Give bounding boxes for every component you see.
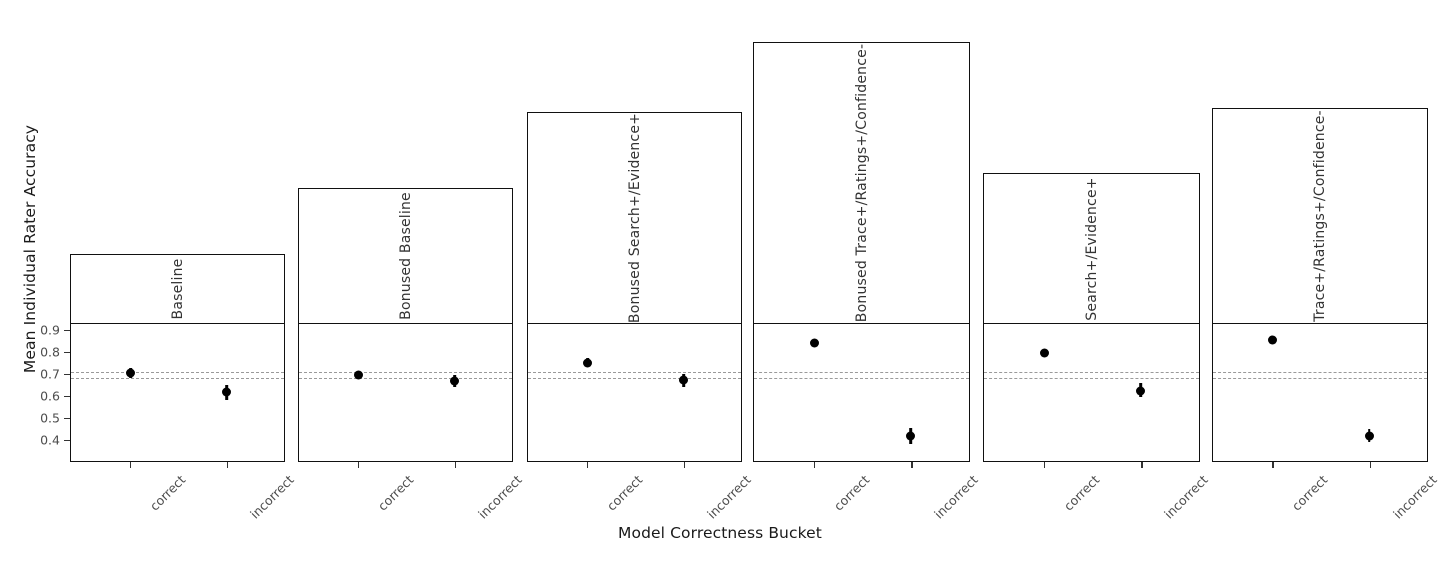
y-tick-mark [64, 374, 70, 375]
plot-area [1212, 324, 1428, 462]
data-point-incorrect [1364, 324, 1374, 461]
facet-label: Bonused Trace+/Ratings+/Confidence- [853, 43, 870, 323]
data-point-correct [126, 324, 136, 461]
plot-area [753, 324, 970, 462]
y-tick-mark [64, 396, 70, 397]
reference-line [984, 378, 1199, 380]
facet-panel: Bonused Trace+/Ratings+/Confidence-corre… [753, 0, 981, 576]
marker-dot [221, 387, 231, 397]
y-tick-label: 0.7 [40, 366, 60, 382]
y-tick-mark [64, 352, 70, 353]
reference-line [984, 371, 1199, 373]
reference-line [754, 378, 969, 380]
x-tick-mark [358, 462, 360, 468]
reference-line [71, 371, 284, 373]
plot-area [527, 324, 742, 462]
marker-dot [1364, 431, 1374, 441]
x-tick-label-incorrect: incorrect [247, 472, 297, 522]
data-point-incorrect [1136, 324, 1146, 461]
plot-area [983, 324, 1200, 462]
x-tick-mark [130, 462, 132, 468]
data-point-correct [583, 324, 593, 461]
data-point-correct [1268, 324, 1278, 461]
reference-line [528, 371, 741, 373]
data-point-incorrect [449, 324, 459, 461]
x-tick-mark [1369, 462, 1371, 468]
data-point-incorrect [678, 324, 688, 461]
x-tick-label-correct: correct [604, 472, 646, 514]
y-tick-label: 0.5 [40, 410, 60, 426]
x-tick-label-incorrect: incorrect [1389, 472, 1440, 522]
y-tick-label: 0.8 [40, 344, 60, 360]
data-point-incorrect [221, 324, 231, 461]
data-point-correct [809, 324, 819, 461]
facet-header: Search+/Evidence+ [983, 173, 1200, 324]
marker-dot [1268, 335, 1278, 345]
y-tick-mark [64, 330, 70, 331]
x-tick-mark [683, 462, 686, 468]
x-tick-mark [1141, 462, 1143, 468]
marker-dot [1136, 386, 1146, 395]
facet-label: Baseline [169, 258, 186, 320]
x-tick-label-incorrect: incorrect [931, 472, 982, 522]
plot-area [298, 324, 513, 462]
reference-line [299, 378, 512, 380]
data-point-incorrect [906, 324, 916, 461]
data-point-correct [1039, 324, 1049, 461]
y-tick-mark [64, 418, 70, 419]
x-tick-mark [1043, 462, 1046, 468]
y-tick-mark [64, 440, 70, 441]
reference-line [528, 378, 741, 380]
x-tick-mark [911, 462, 913, 468]
facet-panel: Bonused Baseline correct incorrect [298, 0, 525, 576]
facet-header: Bonused Search+/Evidence+ [527, 112, 742, 324]
x-tick-label-correct: correct [1289, 472, 1331, 514]
plot-area [70, 324, 285, 462]
facet-panel: Bonused Search+/Evidence+ correct incorrec… [527, 0, 754, 576]
facet-panel: Baseline correct incorrect [70, 0, 297, 576]
reference-line [1213, 371, 1427, 373]
reference-line [299, 371, 512, 373]
marker-dot [583, 358, 593, 368]
x-tick-mark [587, 462, 589, 468]
x-tick-label-correct: correct [147, 472, 189, 514]
x-tick-label-correct: correct [830, 472, 873, 514]
facet-label: Bonused Baseline [397, 192, 414, 320]
facet-panel: Search+/Evidence+ correct incorrect [983, 0, 1211, 576]
y-tick-label: 0.9 [40, 322, 60, 338]
x-tick-mark [1272, 462, 1274, 468]
marker-dot [678, 375, 688, 385]
marker-dot [809, 338, 819, 348]
x-tick-label-incorrect: incorrect [1161, 472, 1212, 522]
x-tick-label-incorrect: incorrect [704, 472, 754, 522]
x-tick-label-correct: correct [375, 472, 417, 514]
facet-header: Trace+/Ratings+/Confidence- [1212, 108, 1428, 324]
reference-line [1213, 378, 1427, 380]
facet-panel: Trace+/Ratings+/Confidence-correct incorr… [1212, 0, 1439, 576]
x-tick-mark [226, 462, 229, 468]
marker-dot [1039, 348, 1049, 358]
facet-header: Bonused Trace+/Ratings+/Confidence- [753, 42, 970, 324]
x-axis-title: Model Correctness Bucket [618, 524, 822, 542]
y-tick-label: 0.6 [40, 388, 60, 404]
facet-label: Trace+/Ratings+/Confidence- [1312, 110, 1328, 322]
x-tick-label-incorrect: incorrect [475, 472, 525, 522]
marker-dot [126, 368, 136, 378]
reference-line [754, 371, 969, 373]
x-tick-label-correct: correct [1060, 472, 1103, 514]
facet-label: Bonused Search+/Evidence+ [626, 112, 643, 324]
facet-header: Bonused Baseline [298, 188, 513, 324]
x-tick-mark [454, 462, 457, 468]
x-tick-mark [813, 462, 816, 468]
facet-label: Search+/Evidence+ [1083, 176, 1100, 321]
marker-dot [354, 370, 364, 380]
data-point-correct [354, 324, 364, 461]
marker-dot [449, 376, 459, 386]
facet-header: Baseline [70, 254, 285, 324]
reference-line [71, 378, 284, 380]
y-tick-label: 0.4 [40, 432, 60, 448]
marker-dot [906, 431, 916, 441]
